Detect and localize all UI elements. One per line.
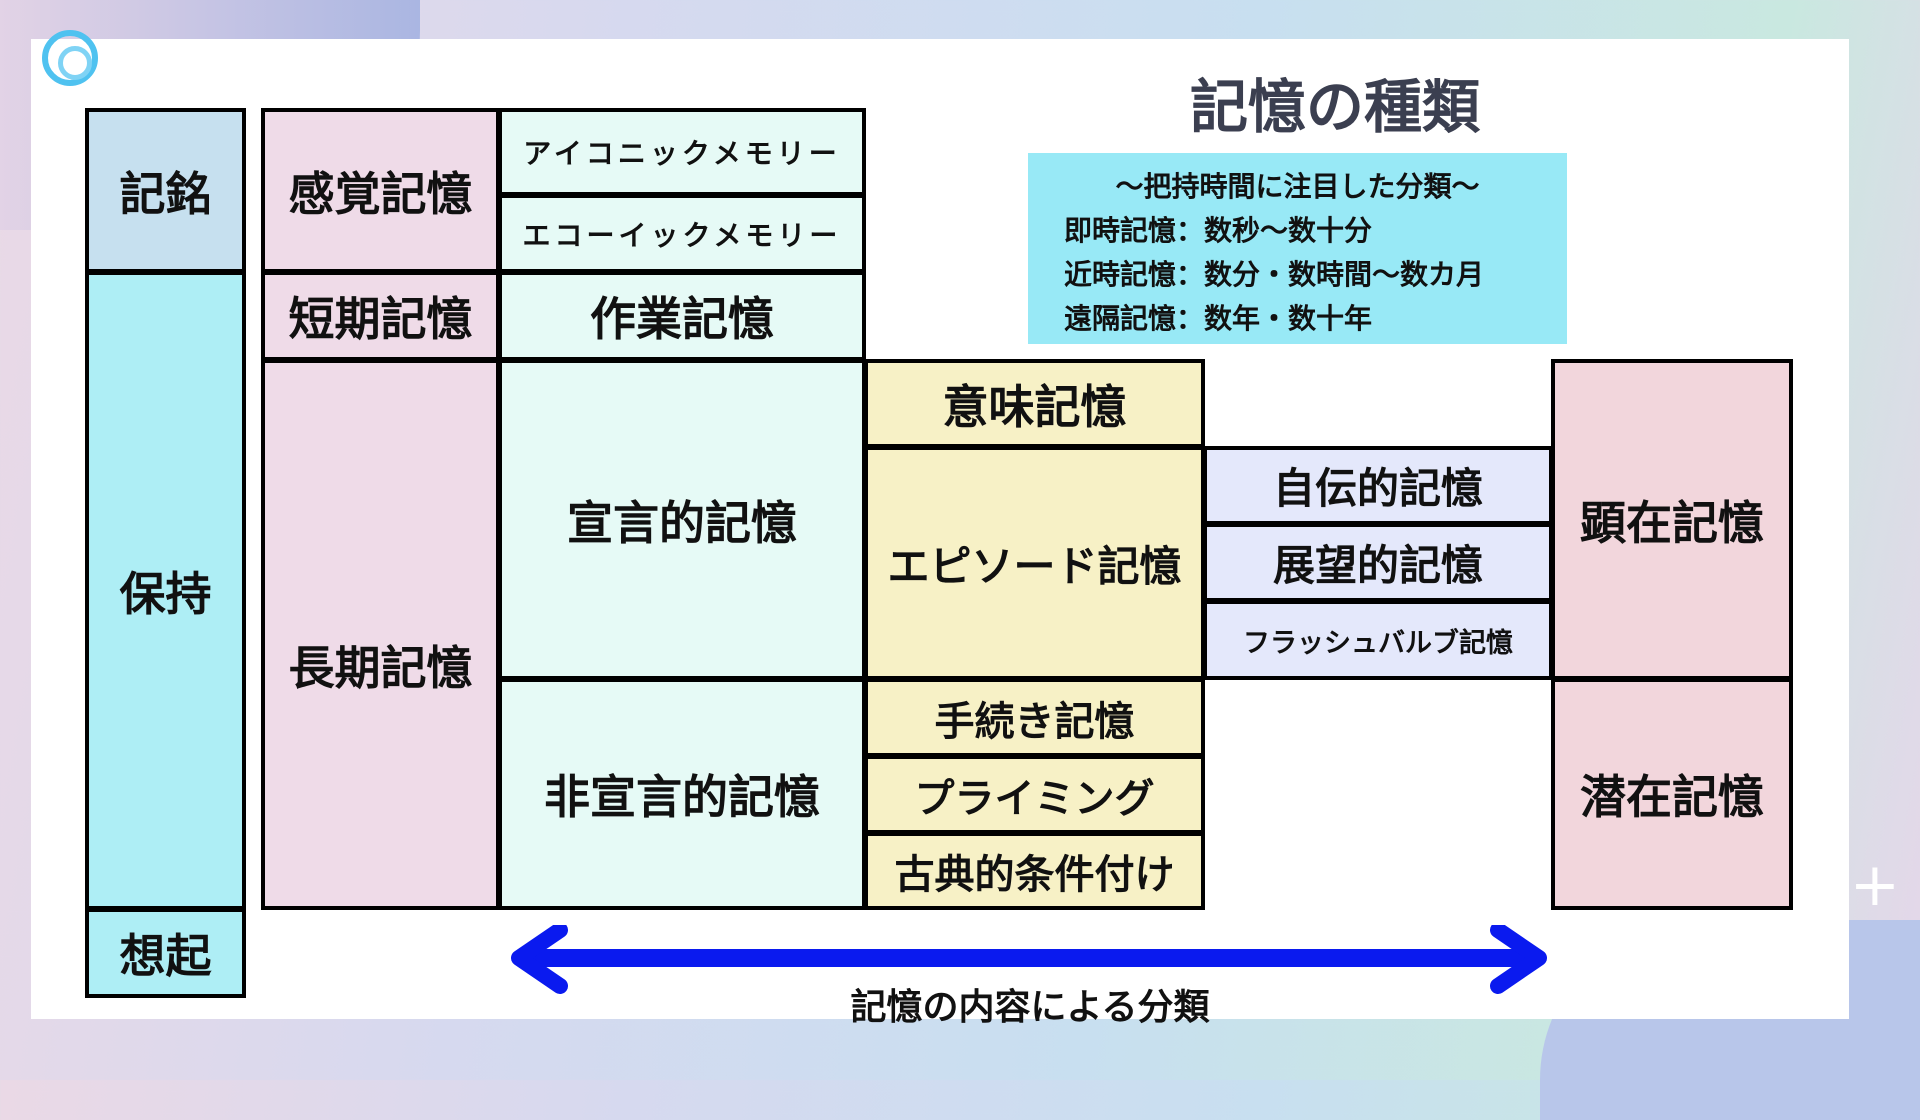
procedural-memory: 手続き記憶 bbox=[864, 678, 1205, 757]
info-line: 即時記憶：数秒～数十分 bbox=[1064, 214, 1373, 247]
long-term-memory: 長期記憶 bbox=[261, 359, 500, 910]
sensory-memory: 感覚記憶 bbox=[261, 108, 500, 273]
info-box: ～把持時間に注目した分類～ 即時記憶：数秒～数十分 近時記憶：数分・数時間～数カ… bbox=[1028, 153, 1567, 344]
brand-logo: Hetero Clinic bbox=[42, 30, 306, 86]
info-line: 近時記憶：数分・数時間～数カ月 bbox=[1064, 258, 1485, 291]
declarative-memory: 宣言的記憶 bbox=[498, 359, 866, 680]
semantic-memory: 意味記憶 bbox=[864, 359, 1205, 448]
info-heading: ～把持時間に注目した分類～ bbox=[1115, 170, 1480, 203]
implicit-memory: 潜在記憶 bbox=[1551, 678, 1793, 910]
prospective-memory: 展望的記憶 bbox=[1203, 523, 1553, 602]
short-term-memory: 短期記憶 bbox=[261, 271, 500, 361]
echoic-memory: エコーイックメモリー bbox=[498, 194, 866, 273]
priming: プライミング bbox=[864, 755, 1205, 834]
episodic-memory: エピソード記憶 bbox=[864, 446, 1205, 680]
info-line: 遠隔記憶：数年・数十年 bbox=[1064, 302, 1373, 335]
classical-conditioning: 古典的条件付け bbox=[864, 832, 1205, 910]
spiral-icon bbox=[42, 30, 98, 86]
nondeclarative-memory: 非宣言的記憶 bbox=[498, 678, 866, 910]
autobiographical-memory: 自伝的記憶 bbox=[1203, 446, 1553, 525]
double-arrow-icon bbox=[511, 925, 1547, 994]
page-title: 記憶の種類 bbox=[1189, 73, 1480, 141]
stage-encoding: 記銘 bbox=[85, 108, 246, 273]
stage-recall: 想起 bbox=[85, 908, 246, 998]
plus-icon: + bbox=[1849, 850, 1900, 920]
iconic-memory: アイコニックメモリー bbox=[498, 108, 866, 196]
arrow-label: 記憶の内容による分類 bbox=[850, 987, 1210, 1028]
flashbulb-memory: フラッシュバルブ記憶 bbox=[1203, 600, 1553, 680]
brand-name: Hetero Clinic bbox=[114, 40, 307, 76]
explicit-memory: 顕在記憶 bbox=[1551, 359, 1793, 680]
stage-retention: 保持 bbox=[85, 271, 246, 910]
working-memory: 作業記憶 bbox=[498, 271, 866, 361]
